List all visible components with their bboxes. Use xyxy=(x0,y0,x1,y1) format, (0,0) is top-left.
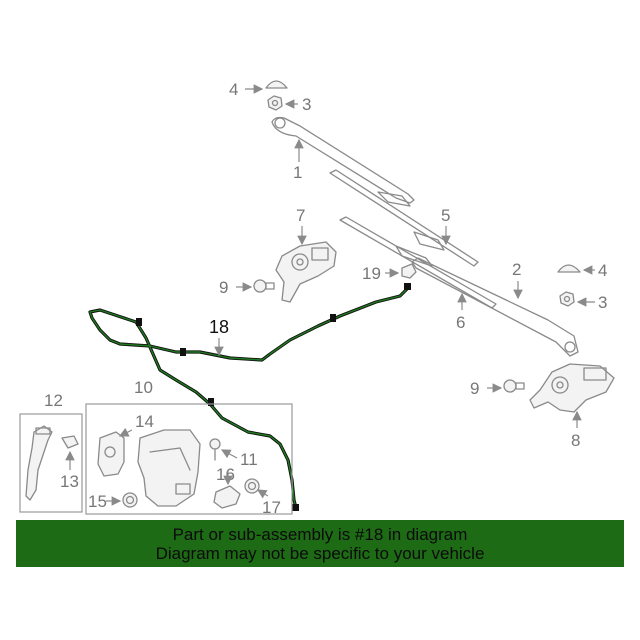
callout-2: 2 xyxy=(512,260,521,279)
callout-1: 1 xyxy=(293,163,302,182)
callout-9-left: 9 xyxy=(219,278,228,297)
callout-11: 11 xyxy=(240,450,258,469)
banner-line-1: Part or sub-assembly is #18 in diagram xyxy=(172,525,468,544)
part-7-wiper-motor[interactable] xyxy=(275,241,337,303)
part-9-bolt-right[interactable] xyxy=(503,379,525,393)
part-17-grommet[interactable] xyxy=(244,478,260,494)
callout-3-right: 3 xyxy=(598,293,607,312)
banner-line-2: Diagram may not be specific to your vehi… xyxy=(155,544,485,563)
callout-13: 13 xyxy=(60,472,79,491)
part-9-bolt-left[interactable] xyxy=(253,279,275,293)
part-11-bolt[interactable] xyxy=(209,438,221,461)
part-1-wiper-arm[interactable] xyxy=(271,116,415,204)
box-10 xyxy=(85,403,293,515)
part-3-nut-top[interactable] xyxy=(267,95,283,111)
callout-16: 16 xyxy=(216,465,235,484)
part-4-cap-top[interactable] xyxy=(265,80,288,89)
callout-19: 19 xyxy=(362,264,381,283)
part-14-washer-pump[interactable] xyxy=(97,431,125,477)
callout-14: 14 xyxy=(135,412,154,431)
callout-6: 6 xyxy=(456,313,465,332)
leader-17 xyxy=(256,489,269,499)
callout-10: 10 xyxy=(134,378,153,397)
callout-17: 17 xyxy=(262,498,281,517)
part-16-nozzle[interactable] xyxy=(213,485,241,509)
part-10-washer-reservoir[interactable] xyxy=(137,429,201,507)
part-6-wiper-blade[interactable] xyxy=(339,216,497,309)
callout-7: 7 xyxy=(296,206,305,225)
part-12-filler-neck[interactable] xyxy=(25,425,53,501)
part-15-grommet[interactable] xyxy=(122,492,138,508)
callout-9-right: 9 xyxy=(470,379,479,398)
callout-15: 15 xyxy=(88,492,107,511)
callout-4-right: 4 xyxy=(598,261,607,280)
callout-4-top: 4 xyxy=(229,80,238,99)
part-4-cap-right[interactable] xyxy=(557,264,581,273)
callout-5: 5 xyxy=(441,206,450,225)
part-2-wiper-arm[interactable] xyxy=(411,257,579,357)
part-5-wiper-blade[interactable] xyxy=(329,169,479,267)
part-18-washer-hose[interactable] xyxy=(88,283,411,511)
part-13-cap[interactable] xyxy=(61,435,79,449)
leader-11 xyxy=(220,449,238,459)
part-3-nut-right[interactable] xyxy=(559,291,575,307)
callout-3-top: 3 xyxy=(302,95,311,114)
part-8-wiper-motor[interactable] xyxy=(529,363,615,413)
callout-12: 12 xyxy=(44,391,63,410)
info-banner: Part or sub-assembly is #18 in diagram D… xyxy=(16,520,624,567)
callout-8: 8 xyxy=(571,431,580,450)
part-19-connector[interactable] xyxy=(401,263,417,279)
callout-18: 18 xyxy=(209,317,229,337)
box-12 xyxy=(19,413,83,513)
leader-14 xyxy=(118,427,133,437)
